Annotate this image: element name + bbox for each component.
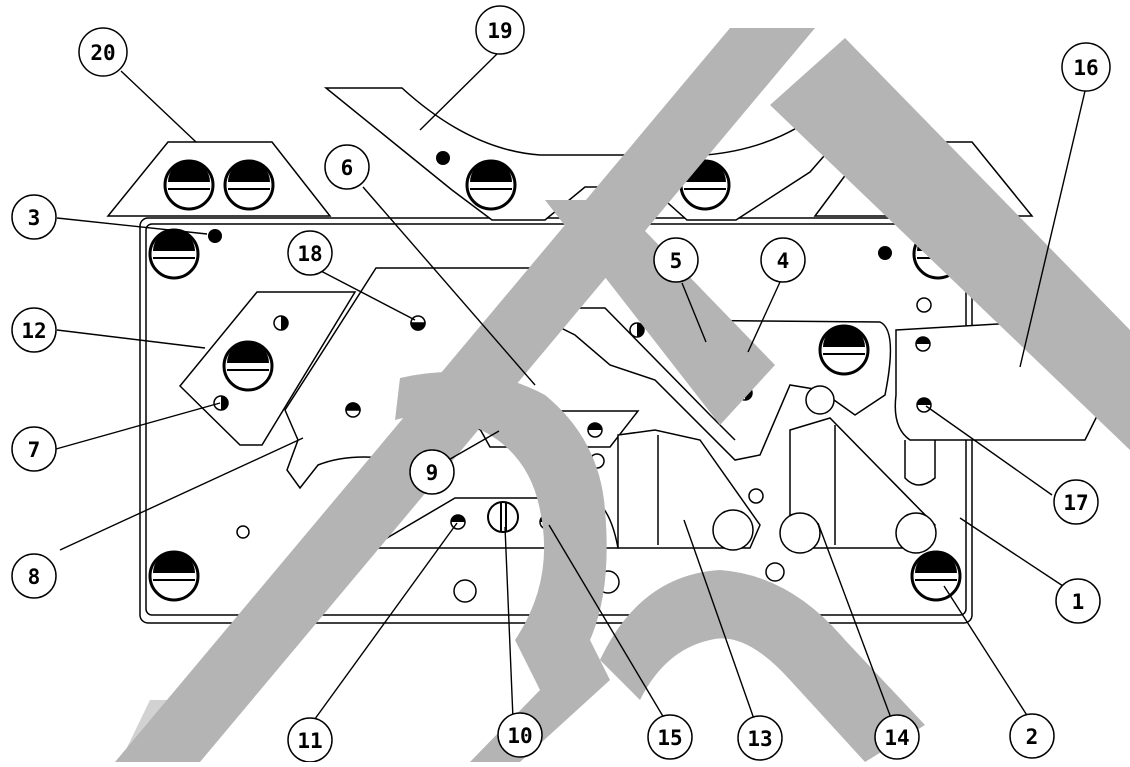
callout-16: 16: [1061, 42, 1111, 92]
callout-15: 15: [647, 714, 693, 760]
watermark: [115, 28, 1130, 762]
svg-text:4: 4: [777, 249, 790, 273]
callout-20: 20: [78, 27, 128, 77]
svg-text:5: 5: [670, 249, 683, 273]
callout-8: 8: [11, 553, 57, 599]
callout-12: 12: [11, 307, 57, 353]
svg-text:18: 18: [297, 242, 322, 266]
callout-9: 9: [409, 449, 455, 495]
locating-pins: [208, 229, 892, 260]
leader-lines: [55, 51, 1086, 724]
callout-10: 10: [497, 712, 543, 758]
svg-text:2: 2: [1026, 725, 1039, 749]
callout-2: 2: [1009, 713, 1055, 759]
callout-7: 7: [11, 426, 57, 472]
svg-text:14: 14: [884, 726, 909, 750]
left-clamp-plate: [178, 291, 357, 446]
svg-text:16: 16: [1073, 56, 1098, 80]
svg-text:13: 13: [747, 727, 772, 751]
clamp-left: [106, 141, 332, 217]
svg-text:8: 8: [28, 565, 41, 589]
svg-text:3: 3: [28, 206, 41, 230]
svg-text:9: 9: [426, 461, 439, 485]
jaw-blocks: [617, 385, 937, 554]
callout-18: 18: [287, 230, 333, 276]
svg-text:10: 10: [507, 724, 532, 748]
svg-text:6: 6: [341, 156, 354, 180]
callout-5: 5: [653, 237, 699, 283]
callout-14: 14: [874, 714, 920, 760]
svg-text:7: 7: [28, 438, 41, 462]
callout-13: 13: [737, 715, 783, 761]
callout-3: 3: [11, 194, 57, 240]
svg-text:15: 15: [657, 726, 682, 750]
svg-text:19: 19: [487, 19, 512, 43]
callout-1: 1: [1055, 578, 1101, 624]
svg-text:1: 1: [1072, 590, 1085, 614]
callout-19: 19: [475, 5, 525, 55]
callout-17: 17: [1053, 479, 1099, 525]
svg-text:12: 12: [21, 319, 46, 343]
svg-text:17: 17: [1063, 491, 1088, 515]
callouts: 20 19 16 6 3 18 5 4: [11, 5, 1111, 763]
svg-text:11: 11: [297, 729, 322, 753]
svg-text:20: 20: [90, 41, 115, 65]
callout-6: 6: [324, 144, 370, 190]
callout-11: 11: [287, 717, 333, 763]
callout-4: 4: [760, 237, 806, 283]
